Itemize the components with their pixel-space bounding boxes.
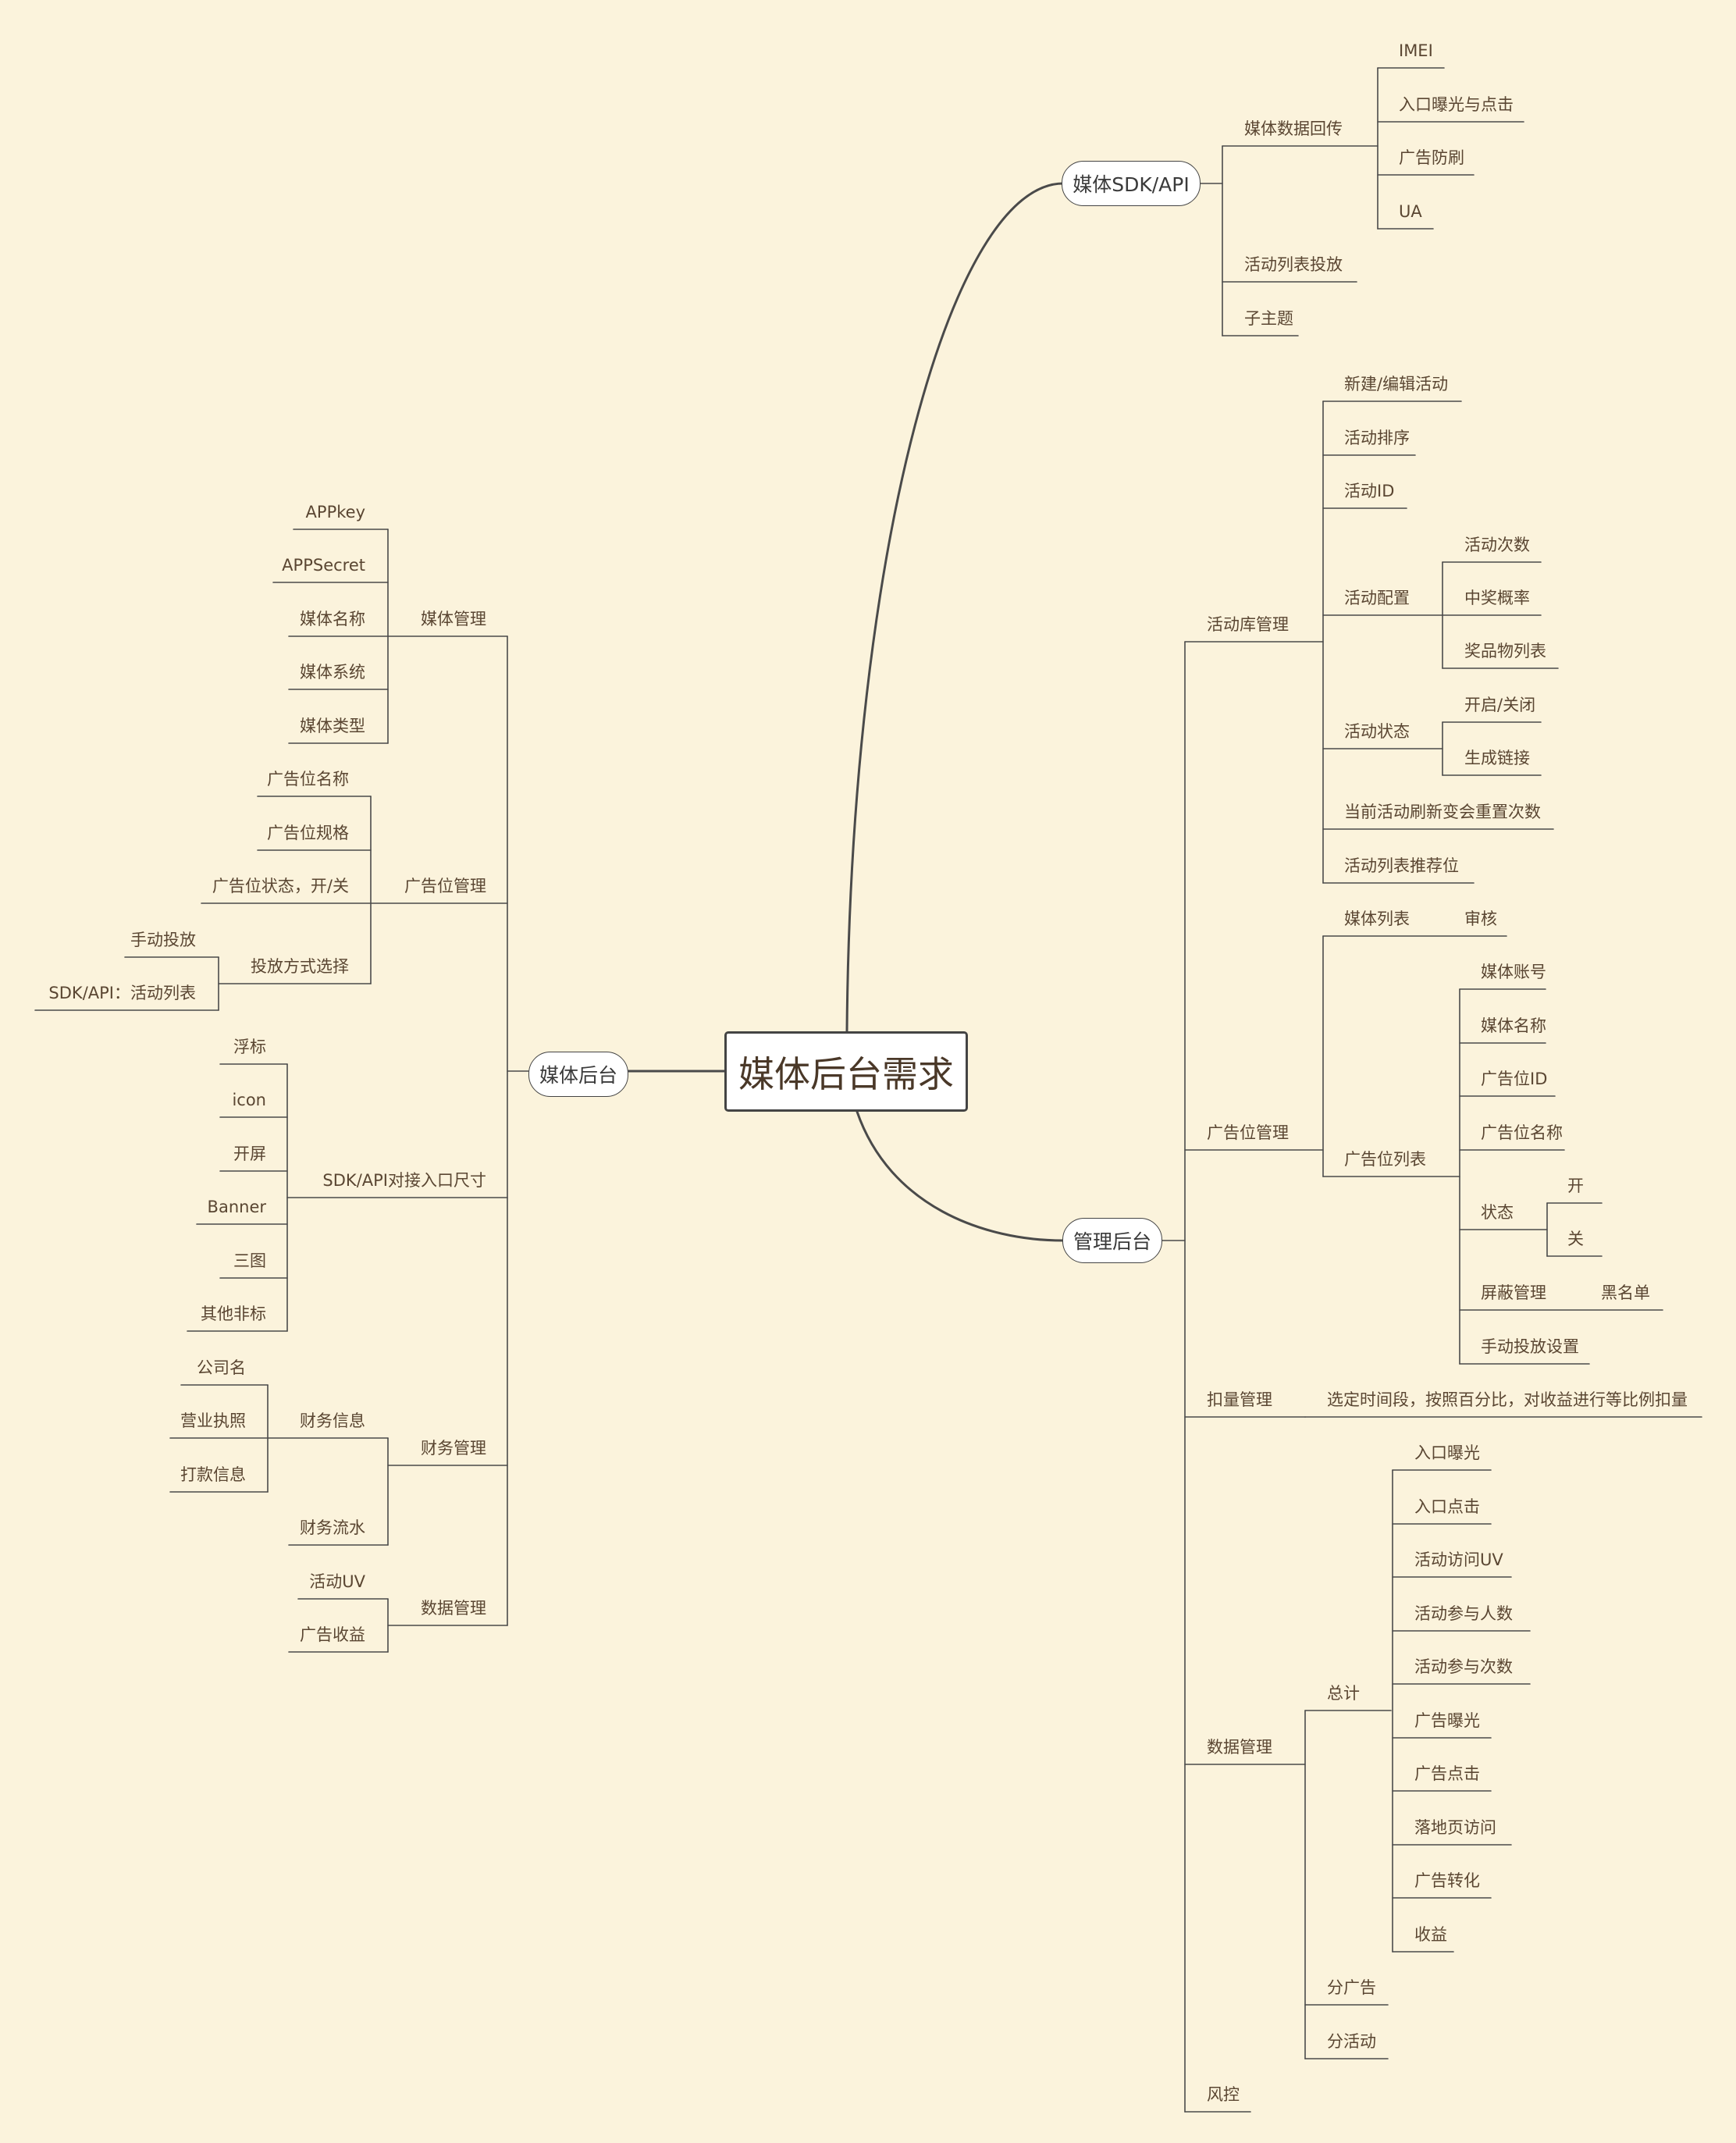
topic-ad-slot-name-left[interactable]: 广告位名称	[267, 770, 349, 788]
topic-admin-data-management[interactable]: 数据管理	[1207, 1738, 1272, 1757]
topic-finance-info[interactable]: 财务信息	[300, 1411, 365, 1430]
connector-1	[856, 1110, 1065, 1242]
topic-ad-slot-management[interactable]: 广告位管理	[1207, 1123, 1289, 1142]
connector-0	[845, 182, 1065, 1033]
topic-activity-list-delivery[interactable]: 活动列表投放	[1244, 255, 1343, 274]
topic-ad-slot-name[interactable]: 广告位名称	[1481, 1123, 1563, 1142]
topic-deduct-management[interactable]: 扣量管理	[1207, 1390, 1272, 1409]
topic-landing-page-visit[interactable]: 落地页访问	[1414, 1818, 1496, 1837]
topic-activity-uv[interactable]: 活动访问UV	[1414, 1550, 1503, 1569]
topic-activity-config[interactable]: 活动配置	[1344, 589, 1410, 607]
topic-activity-library[interactable]: 活动库管理	[1207, 615, 1289, 634]
topic-prize-list[interactable]: 奖品物列表	[1464, 642, 1546, 660]
topic-revenue[interactable]: 收益	[1414, 1925, 1447, 1944]
topic-media-system[interactable]: 媒体系统	[300, 663, 365, 682]
topic-audit[interactable]: 审核	[1464, 910, 1497, 928]
topic-manual-delivery-setting[interactable]: 手动投放设置	[1481, 1337, 1579, 1356]
topic-entry-exposure[interactable]: 入口曝光	[1414, 1443, 1480, 1462]
topic-company-name[interactable]: 公司名	[197, 1358, 246, 1377]
branch-admin-backend[interactable]: 管理后台	[1062, 1218, 1162, 1263]
topic-status-off[interactable]: 关	[1567, 1230, 1584, 1248]
topic-banner[interactable]: Banner	[207, 1198, 266, 1216]
topic-ad-antifraud[interactable]: 广告防刷	[1399, 148, 1464, 167]
topic-media-ad-slot-management[interactable]: 广告位管理	[404, 877, 486, 895]
topic-total[interactable]: 总计	[1327, 1684, 1360, 1703]
topic-imei[interactable]: IMEI	[1399, 41, 1433, 60]
topic-win-probability[interactable]: 中奖概率	[1464, 589, 1530, 607]
topic-ad-slot-list[interactable]: 广告位列表	[1344, 1150, 1426, 1169]
topic-by-ad[interactable]: 分广告	[1327, 1978, 1376, 1997]
topic-splash[interactable]: 开屏	[233, 1144, 266, 1163]
topic-other-nonstandard[interactable]: 其他非标	[201, 1305, 266, 1323]
topic-media-name[interactable]: 媒体名称	[1481, 1016, 1546, 1035]
topic-three-images[interactable]: 三图	[233, 1251, 266, 1270]
topic-refresh-reset-times[interactable]: 当前活动刷新变会重置次数	[1344, 803, 1541, 821]
topic-new-edit-activity[interactable]: 新建/编辑活动	[1344, 375, 1449, 393]
topic-sdk-entry-size[interactable]: SDK/API对接入口尺寸	[322, 1171, 486, 1190]
topic-media-list[interactable]: 媒体列表	[1344, 910, 1410, 928]
topic-media-name-left[interactable]: 媒体名称	[300, 610, 365, 628]
topic-payment-info[interactable]: 打款信息	[180, 1465, 246, 1484]
topic-media-data-return[interactable]: 媒体数据回传	[1244, 119, 1343, 138]
root-topic[interactable]: 媒体后台需求	[724, 1031, 968, 1112]
topic-risk-control[interactable]: 风控	[1207, 2085, 1240, 2104]
topic-generate-link[interactable]: 生成链接	[1464, 749, 1530, 767]
topic-appkey[interactable]: APPkey	[305, 503, 365, 522]
topic-ad-conversion[interactable]: 广告转化	[1414, 1871, 1480, 1890]
topic-media-data-management[interactable]: 数据管理	[421, 1599, 486, 1618]
topic-subtopic[interactable]: 子主题	[1244, 309, 1293, 328]
topic-blacklist[interactable]: 黑名单	[1601, 1283, 1650, 1302]
topic-activity-state[interactable]: 活动状态	[1344, 722, 1410, 741]
topic-activity-list-recommend[interactable]: 活动列表推荐位	[1344, 856, 1459, 875]
topic-by-activity[interactable]: 分活动	[1327, 2032, 1376, 2051]
topic-ua[interactable]: UA	[1399, 202, 1422, 221]
topic-delivery-mode[interactable]: 投放方式选择	[251, 957, 349, 976]
branch-media-sdk-api[interactable]: 媒体SDK/API	[1062, 161, 1201, 206]
topic-media-account[interactable]: 媒体账号	[1481, 963, 1546, 981]
branch-media-backend[interactable]: 媒体后台	[528, 1052, 628, 1097]
topic-participants[interactable]: 活动参与人数	[1414, 1604, 1513, 1623]
topic-entry-click[interactable]: 入口点击	[1414, 1497, 1480, 1516]
topic-business-license[interactable]: 营业执照	[180, 1411, 246, 1430]
topic-finance-management[interactable]: 财务管理	[421, 1439, 486, 1458]
topic-media-management[interactable]: 媒体管理	[421, 610, 486, 628]
topic-participation-times[interactable]: 活动参与次数	[1414, 1657, 1513, 1676]
topic-status-on[interactable]: 开	[1567, 1177, 1584, 1195]
topic-icon[interactable]: icon	[232, 1091, 266, 1109]
topic-activity-sort[interactable]: 活动排序	[1344, 429, 1410, 447]
topic-ad-slot-spec[interactable]: 广告位规格	[267, 824, 349, 842]
topic-ad-slot-id[interactable]: 广告位ID	[1481, 1070, 1548, 1088]
topic-float[interactable]: 浮标	[233, 1038, 266, 1056]
topic-ad-slot-state[interactable]: 广告位状态，开/关	[212, 877, 349, 895]
topic-media-type[interactable]: 媒体类型	[300, 717, 365, 735]
topic-ad-income[interactable]: 广告收益	[300, 1625, 365, 1644]
topic-deduct-description[interactable]: 选定时间段，按照百分比，对收益进行等比例扣量	[1327, 1390, 1688, 1409]
topic-sdk-activity-list[interactable]: SDK/API：活动列表	[48, 984, 196, 1002]
topic-status[interactable]: 状态	[1481, 1203, 1514, 1222]
topic-manual-delivery[interactable]: 手动投放	[130, 931, 196, 949]
topic-appsecret[interactable]: APPSecret	[282, 556, 365, 575]
topic-on-off[interactable]: 开启/关闭	[1464, 696, 1536, 714]
topic-activity-uv-left[interactable]: 活动UV	[309, 1572, 365, 1591]
topic-finance-flow[interactable]: 财务流水	[300, 1518, 365, 1537]
topic-activity-id[interactable]: 活动ID	[1344, 482, 1395, 500]
topic-ad-click[interactable]: 广告点击	[1414, 1764, 1480, 1783]
topic-shield-management[interactable]: 屏蔽管理	[1481, 1283, 1546, 1302]
topic-ad-exposure[interactable]: 广告曝光	[1414, 1711, 1480, 1730]
topic-entry-exposure-click[interactable]: 入口曝光与点击	[1399, 95, 1514, 114]
topic-activity-times[interactable]: 活动次数	[1464, 536, 1530, 554]
